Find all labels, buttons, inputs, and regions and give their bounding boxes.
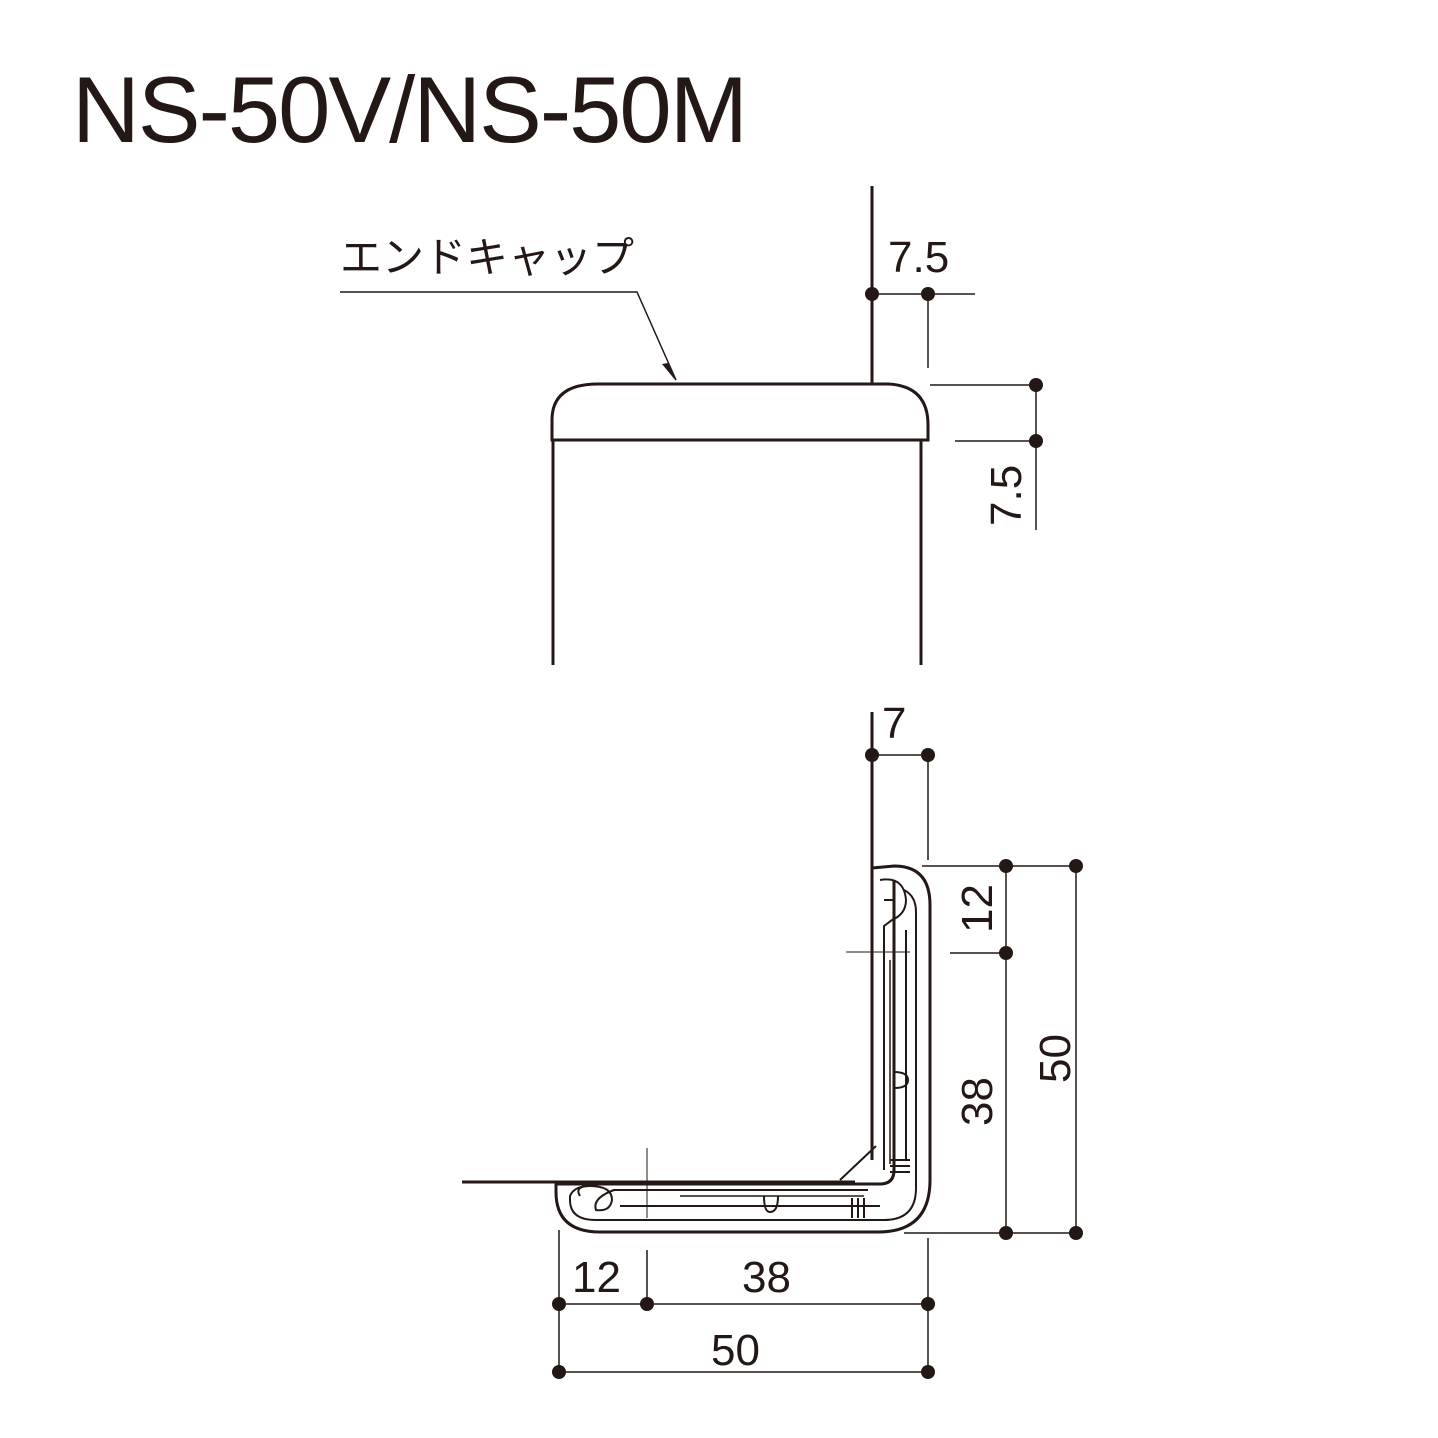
end-cap-view xyxy=(550,186,930,665)
dim-top-height-label: 7.5 xyxy=(982,465,1031,526)
profile-section-view xyxy=(462,712,932,1234)
dim-bottom-offset: 7 xyxy=(865,699,935,860)
end-cap-callout: エンドキャップ xyxy=(340,233,677,381)
dim-left-short-label: 12 xyxy=(572,1253,621,1302)
dim-right-long-label: 38 xyxy=(953,1077,1002,1126)
profile-bottom-hook xyxy=(577,1184,660,1212)
callout-arrowhead xyxy=(662,363,676,381)
profile-outer xyxy=(554,864,932,1234)
end-cap-outline xyxy=(550,382,930,442)
profile-nub-horizontal xyxy=(763,1195,779,1214)
dim-right-total-label: 50 xyxy=(1031,1034,1080,1083)
dim-right-short-label: 12 xyxy=(953,884,1002,933)
dim-top-height: 7.5 xyxy=(930,378,1043,530)
profile-inner xyxy=(569,889,917,1221)
profile-top-hook xyxy=(879,878,908,960)
dim-right-vertical: 12 38 50 xyxy=(904,859,1083,1240)
dim-top-width: 7.5 xyxy=(865,233,975,368)
callout-leader xyxy=(340,291,677,381)
profile-ribs xyxy=(851,1159,910,1218)
end-cap-label: エンドキャップ xyxy=(340,233,634,282)
profile-nub-vertical xyxy=(893,1071,910,1089)
dim-left-total-label: 50 xyxy=(711,1326,760,1375)
profile-corner-diagonal xyxy=(839,1145,877,1181)
dim-left-long-label: 38 xyxy=(742,1253,791,1302)
dim-bottom-horizontal: 12 38 50 xyxy=(552,1230,935,1379)
dim-bottom-offset-label: 7 xyxy=(882,699,906,748)
dim-top-width-label: 7.5 xyxy=(888,233,949,282)
drawing-title: NS-50V/NS-50M xyxy=(72,57,746,162)
